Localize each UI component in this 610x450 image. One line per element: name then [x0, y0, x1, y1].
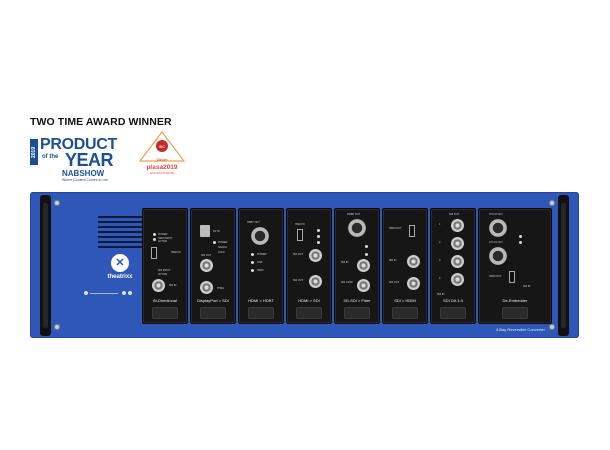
- status-led-strip: [78, 290, 138, 298]
- bnc-connector: [357, 259, 370, 272]
- module-label: DisplayPort > SDI: [197, 298, 229, 303]
- bnc-connector: [152, 279, 165, 292]
- rack-converter-device: ✕ theatrixx POWER HDMI INPUT ACTIVE HDMI…: [30, 192, 579, 338]
- award-title: TWO TIME AWARD WINNER: [30, 116, 172, 128]
- fiber-connector: [348, 219, 366, 237]
- plasa-winner: Winner: [156, 158, 168, 162]
- bnc-connector: [451, 219, 464, 232]
- module-pull-handle[interactable]: [248, 307, 274, 319]
- logo-year: 2019: [30, 139, 38, 165]
- module-label: HDMI > HDBT: [248, 298, 274, 303]
- left-rack-handle: [40, 195, 51, 336]
- plasa-name: plasa2019: [146, 164, 178, 171]
- hdmi-port: [297, 229, 303, 241]
- logo-product: PRODUCT: [40, 136, 118, 153]
- logo-of-the: of the: [42, 154, 59, 160]
- module-label: SDI DA 1:4: [443, 298, 463, 303]
- hdmi-port: [509, 271, 515, 283]
- device-model-text: 4-Bay Reversible Converter: [495, 327, 545, 332]
- module-bays: POWER HDMI INPUT ACTIVE HDMI IN SDI INPU…: [142, 208, 552, 324]
- logo-nabshow: NABSHOW: [62, 169, 105, 178]
- bnc-connector: [200, 259, 213, 272]
- brand-mark-icon: ✕: [111, 254, 129, 272]
- module-pull-handle[interactable]: [152, 307, 178, 319]
- screw: [54, 324, 60, 330]
- xlr-connector: [489, 219, 507, 237]
- module-bi-directional[interactable]: POWER HDMI INPUT ACTIVE HDMI IN SDI INPU…: [142, 208, 188, 324]
- plasa-badge-text: IBC: [159, 144, 166, 149]
- bnc-connector: [309, 275, 322, 288]
- nab-product-of-the-year-logo: 2019 PRODUCT of the YEAR NABSHOW Where C…: [30, 136, 130, 184]
- module-pull-handle[interactable]: [392, 307, 418, 319]
- module-displayport-sdi[interactable]: DP IN POWER SIGNAL LOCK SDI OUT THRU Dis…: [190, 208, 236, 324]
- module-pull-handle[interactable]: [344, 307, 370, 319]
- bnc-connector: [407, 277, 420, 290]
- module-3g-sdi-fiber[interactable]: FIBER OUT SDI IN SDI LOOP 3G-SDI > Fiber: [334, 208, 380, 324]
- module-label: SDI > HDMI: [394, 298, 416, 303]
- module-pull-handle[interactable]: [502, 307, 528, 319]
- bnc-connector: [451, 273, 464, 286]
- displayport-connector: [200, 225, 210, 237]
- brand-name: theatrixx: [107, 274, 133, 280]
- logo-nab-sub: Where Content Comes to Life: [62, 178, 109, 182]
- module-sdi-da[interactable]: SDI OUT 1 2 3 4 SDI IN SDI DA 1:4: [430, 208, 476, 324]
- triangle-badge-icon: IBC: [138, 131, 186, 162]
- plasa-sub: INNOVATION AWARD: [149, 172, 175, 175]
- screw: [549, 324, 555, 330]
- bnc-connector: [451, 255, 464, 268]
- module-label: De-Embedder: [502, 298, 528, 303]
- right-rack-handle: [558, 195, 569, 336]
- ethercon-connector: [251, 227, 269, 245]
- vent-grille: [98, 216, 142, 252]
- plasa-award-logo: IBC Winner plasa2019 INNOVATION AWARD: [138, 130, 186, 184]
- module-pull-handle[interactable]: [200, 307, 226, 319]
- module-label: 3G-SDI > Fiber: [343, 298, 371, 303]
- brand-logo: ✕ theatrixx: [102, 254, 138, 280]
- logo-year-word: YEAR: [65, 150, 114, 170]
- screw: [54, 200, 60, 206]
- bnc-connector: [451, 237, 464, 250]
- bnc-connector: [309, 249, 322, 262]
- bnc-connector: [407, 255, 420, 268]
- hdmi-port: [409, 225, 415, 237]
- module-hdmi-sdi[interactable]: HDMI IN SDI OUT SDI OUT HDMI > SDI: [286, 208, 332, 324]
- screw: [549, 200, 555, 206]
- module-de-embedder[interactable]: CH 1/2 OUT CH 3/4 OUT HDMI OUT SDI IN De…: [478, 208, 552, 324]
- bnc-connector: [200, 281, 213, 294]
- module-label: HDMI > SDI: [298, 298, 320, 303]
- module-sdi-hdmi[interactable]: HDMI OUT SDI IN SDI OUT SDI > HDMI: [382, 208, 428, 324]
- bnc-connector: [357, 279, 370, 292]
- module-label: Bi-Directional: [153, 298, 177, 303]
- module-hdmi-hdbt[interactable]: HDBT OUT POWER LINK HDMI HDMI > HDBT: [238, 208, 284, 324]
- hdmi-port: [151, 247, 157, 259]
- module-pull-handle[interactable]: [296, 307, 322, 319]
- module-pull-handle[interactable]: [440, 307, 466, 319]
- xlr-connector: [489, 247, 507, 265]
